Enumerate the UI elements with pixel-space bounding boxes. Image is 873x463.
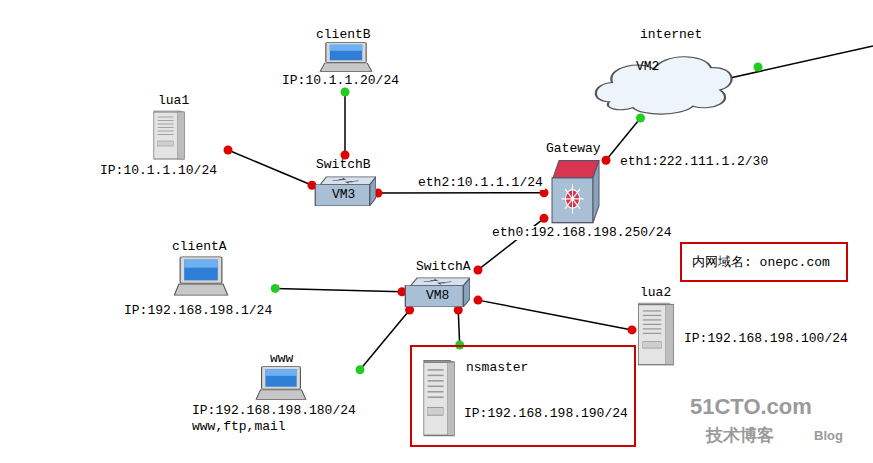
device-info: VM3 (332, 188, 355, 202)
client-laptop: wwwIP:192.168.198.180/24 www,ftp,mail (190, 350, 360, 436)
switch-node: SwitchB VM3 (312, 155, 378, 211)
device-name: clientA (172, 240, 227, 254)
uplink-line (730, 46, 873, 78)
interface-label: eth0:192.168.198.250/24 (490, 226, 673, 240)
device-name: lua1 (158, 94, 189, 108)
port-dot (754, 63, 763, 72)
device-name: www (270, 352, 293, 366)
port-dot (271, 284, 280, 293)
port-dot (602, 156, 611, 165)
port-dot (474, 265, 483, 274)
laptop-icon (254, 366, 308, 400)
device-name: clientB (316, 28, 371, 42)
device-name: SwitchB (316, 158, 371, 172)
router-icon (550, 158, 600, 224)
port-dot (341, 88, 350, 97)
switch-node: SwitchA VM8 (402, 258, 478, 310)
device-info: www,ftp,mail (192, 420, 286, 434)
device-name: internet (640, 28, 702, 42)
device-name: nsmaster (466, 361, 528, 375)
device-info: IP:192.168.198.180/24 (192, 404, 356, 418)
port-dot (636, 114, 645, 123)
gateway-router: Gateway (544, 140, 606, 228)
port-dot (474, 296, 483, 305)
network-link (228, 150, 312, 185)
port-dot (628, 325, 637, 334)
device-name: SwitchA (416, 260, 471, 274)
server-node: lua2IP:192.168.198.100/24 (632, 284, 862, 374)
server-node: lua1IP:10.1.1.10/24 (98, 92, 228, 184)
network-link (344, 92, 346, 155)
device-name: lua2 (640, 286, 671, 300)
client-laptop: clientB IP:10.1.1.20/24 (280, 26, 405, 92)
device-info: IP:10.1.1.10/24 (100, 164, 217, 178)
watermark: 技术博客 (706, 424, 774, 447)
laptop-icon (318, 42, 374, 72)
device-info: IP:10.1.1.20/24 (282, 74, 399, 88)
port-dot (224, 145, 233, 154)
watermark: Blog (814, 428, 843, 443)
device-info: VM8 (426, 289, 449, 303)
cloud-icon (588, 44, 738, 118)
server-icon (150, 110, 188, 160)
network-link (458, 310, 459, 345)
interface-label: eth2:10.1.1.1/24 (416, 176, 545, 190)
server-icon (420, 359, 458, 437)
device-info: VM2 (636, 60, 659, 74)
note-box: 内网域名: onepc.com (680, 242, 848, 282)
device-info: IP:192.168.198.190/24 (464, 407, 628, 421)
watermark: 51CTO.com (690, 394, 812, 420)
client-laptop: clientA IP:192.168.198.1/24 (122, 238, 275, 322)
server-icon (634, 302, 678, 366)
device-name: 内网域名: onepc.com (692, 256, 830, 270)
device-info: IP:192.168.198.1/24 (124, 304, 272, 318)
port-dot (356, 365, 365, 374)
cloud-node: internetVM2 (588, 26, 738, 118)
network-link (478, 300, 632, 330)
device-info: IP:192.168.198.100/24 (684, 332, 848, 346)
network-link (606, 118, 641, 160)
laptop-icon (172, 256, 230, 296)
network-link (360, 310, 410, 370)
port-dot (540, 214, 549, 223)
network-link (275, 288, 402, 291)
device-name: Gateway (546, 142, 601, 156)
server-node: nsmasterIP:192.168.198.190/24 (410, 345, 636, 447)
network-link (378, 192, 544, 194)
interface-label: eth1:222.111.1.2/30 (618, 155, 770, 169)
